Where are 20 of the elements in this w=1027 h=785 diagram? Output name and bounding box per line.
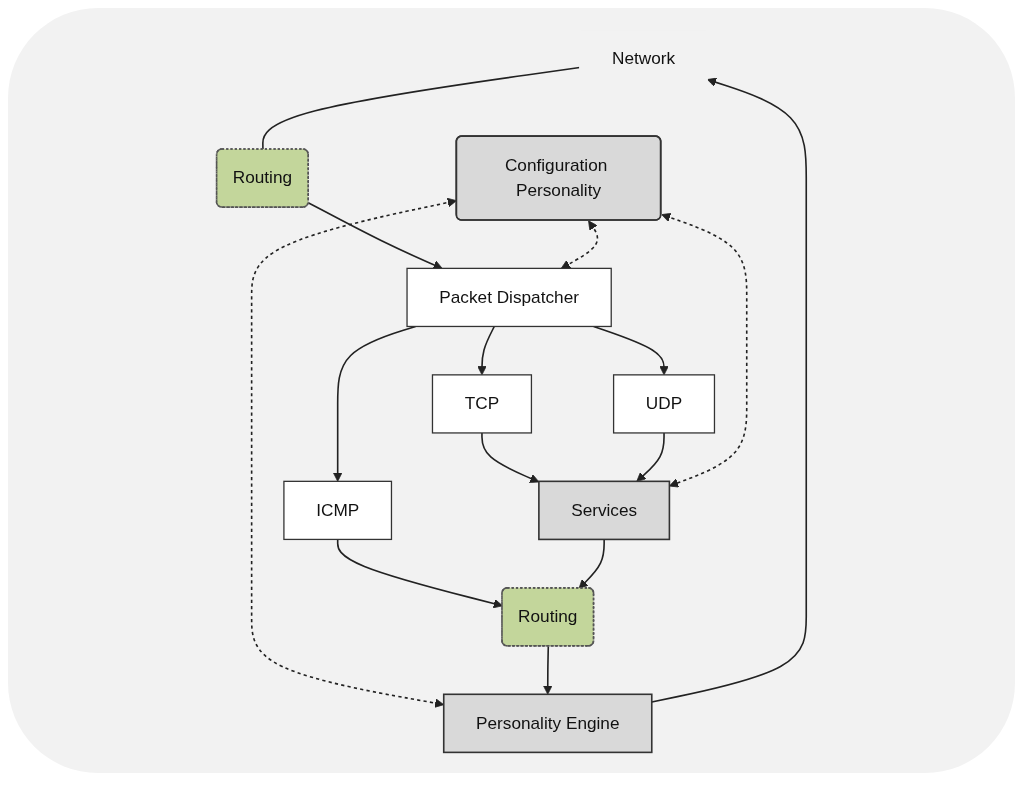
arrow: [636, 431, 665, 482]
arrow: [578, 538, 605, 589]
arrow: [250, 197, 457, 708]
node-box: Personality Engine: [443, 693, 653, 753]
arrow: [336, 538, 503, 608]
arrow: [661, 212, 748, 487]
node-box: Packet Dispatcher: [406, 267, 612, 327]
arrow: [651, 77, 808, 703]
arrow: [477, 325, 496, 375]
arrow: [543, 645, 553, 695]
arrow: [307, 201, 443, 269]
arrow: [481, 431, 540, 483]
node-box: TCP: [431, 373, 533, 434]
node-box: Services: [538, 480, 671, 540]
arrow: [333, 325, 417, 482]
arrow: [592, 325, 669, 375]
arrow: [560, 219, 599, 269]
node-text: Network: [612, 48, 676, 67]
node-box: UDP: [613, 373, 716, 434]
node-box: ICMP: [283, 480, 393, 540]
